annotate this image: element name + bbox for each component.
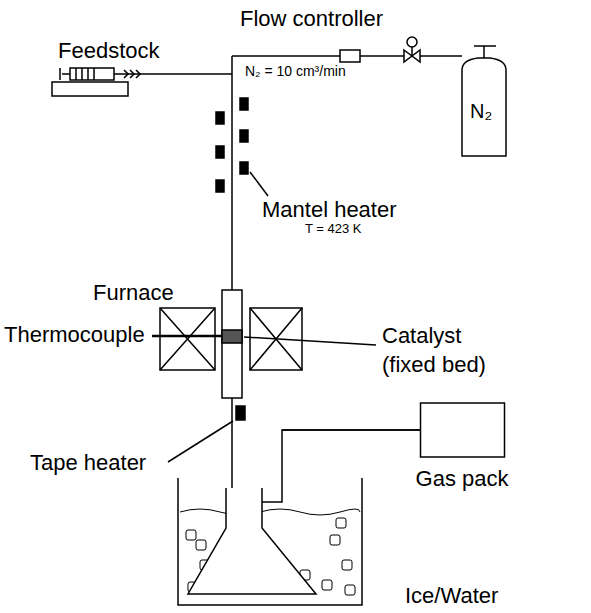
ice-cube [336,518,346,528]
tape-heater-label: Tape heater [30,450,146,475]
feedstock-label: Feedstock [58,38,160,63]
ice-cube [196,540,206,550]
thermocouple-label: Thermocouple [4,322,145,347]
ice-cube [342,560,352,570]
ice-cube [345,585,355,595]
gas-pack-outline [414,402,511,458]
temperature-label: T = 423 K [305,222,362,237]
catalyst-label: Catalyst (fixed bed) [382,322,512,379]
gas-pack: Gas pack [414,402,511,492]
node-text: Gas pack [414,466,511,492]
cylinder-label: N₂ [470,100,492,123]
furnace-label: Furnace [93,280,174,305]
ice-cube [330,535,340,545]
ice-cube [322,580,332,590]
mantel-heater-label: Mantel heater [262,197,397,222]
ice-water-label: Ice/Water [405,583,498,608]
flow-controller-label: Flow controller [240,6,383,31]
gas-line [282,429,420,431]
ice-cube [186,530,196,540]
gas-pack-box [420,403,504,457]
flow-rate-label: N₂ = 10 cm³/min [245,63,346,79]
